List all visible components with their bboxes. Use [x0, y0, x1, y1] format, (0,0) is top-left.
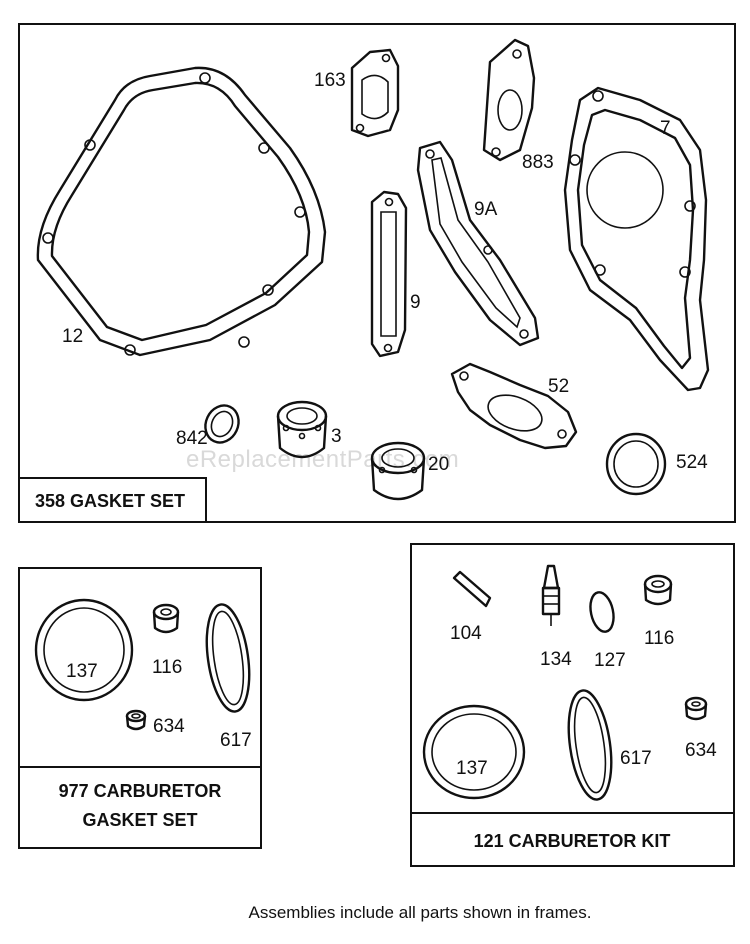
part-52-gasket[interactable]	[450, 362, 578, 450]
carb-gasket-set-label-137: 137	[66, 661, 98, 682]
carb-kit-label-137: 137	[456, 758, 488, 779]
carb-kit-title: 121 CARBURETOR KIT	[474, 831, 671, 851]
gasket-set-border	[18, 23, 736, 523]
carb-kit-label-634: 634	[685, 740, 717, 761]
part-9-gasket[interactable]	[370, 190, 408, 358]
carb-kit-part-634-seal[interactable]	[684, 696, 708, 721]
label-9a: 9A	[474, 199, 498, 220]
carb-kit-label-617: 617	[620, 748, 652, 769]
part-3-seal[interactable]	[276, 400, 328, 459]
label-12: 12	[62, 326, 83, 347]
carb-kit-label-134: 134	[540, 649, 572, 670]
carb-kit-part-617-oring[interactable]	[563, 688, 618, 802]
gasket-set-frame: 358 GASKET SET	[18, 23, 736, 523]
gasket-set-title: 358 GASKET SET	[35, 491, 185, 511]
carb-kit-part-137-ring[interactable]	[422, 704, 526, 800]
carb-gasket-set-title-line2: GASKET SET	[82, 810, 197, 830]
carb-gasket-set-part-617-oring[interactable]	[201, 602, 256, 715]
carb-gasket-set-label-116: 116	[152, 657, 182, 678]
label-9: 9	[410, 292, 421, 313]
part-163-gasket[interactable]	[350, 48, 400, 138]
part-524-ring[interactable]	[605, 432, 667, 496]
carb-kit-part-127-disc[interactable]	[587, 590, 617, 634]
part-842-seal[interactable]	[199, 400, 244, 448]
carb-gasket-set-frame: 977 CARBURETOR GASKET SET	[18, 567, 262, 849]
carb-gasket-set-border	[18, 567, 262, 849]
label-883: 883	[522, 152, 554, 173]
part-7-head-gasket[interactable]	[563, 86, 710, 392]
part-9a-gasket[interactable]	[416, 140, 540, 347]
label-52: 52	[548, 376, 569, 397]
label-20: 20	[428, 454, 449, 475]
label-163: 163	[314, 70, 346, 91]
carb-gasket-set-part-116-seal[interactable]	[152, 603, 180, 634]
carb-kit-label-116: 116	[644, 628, 674, 649]
carb-kit-label-127: 127	[594, 650, 626, 671]
part-12-crankcase-gasket[interactable]	[36, 66, 327, 357]
label-3: 3	[331, 426, 342, 447]
label-842: 842	[176, 428, 208, 449]
label-524: 524	[676, 452, 708, 473]
carb-gasket-set-part-634-seal[interactable]	[125, 709, 147, 731]
carb-gasket-set-title-line1: 977 CARBURETOR	[59, 781, 222, 801]
carb-gasket-set-label-634: 634	[153, 716, 185, 737]
carb-gasket-set-part-137-ring[interactable]	[34, 598, 134, 702]
label-7: 7	[660, 118, 671, 139]
gasket-set-title-box	[18, 477, 207, 523]
carb-kit-label-104: 104	[450, 623, 482, 644]
carb-kit-frame: 121 CARBURETOR KIT	[410, 543, 735, 867]
carb-gasket-set-label-617: 617	[220, 730, 252, 751]
part-20-seal[interactable]	[370, 441, 426, 501]
part-883-gasket[interactable]	[482, 38, 536, 162]
carb-kit-part-116-seal[interactable]	[643, 574, 673, 606]
footnote: Assemblies include all parts shown in fr…	[249, 903, 592, 922]
carb-kit-border	[410, 543, 735, 867]
carb-kit-part-104-pin[interactable]	[452, 570, 492, 608]
carb-kit-part-134-needle[interactable]	[541, 564, 561, 626]
